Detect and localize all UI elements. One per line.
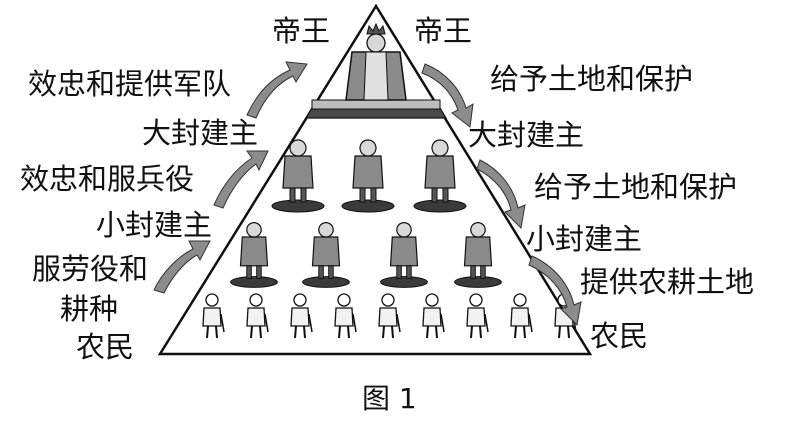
arrow-up-to-emperor — [247, 62, 307, 118]
duty-lesser-lord-label: 效忠和服兵役 — [20, 163, 194, 195]
right-lesser-lord-label: 小封建主 — [526, 223, 642, 255]
peasant-row — [203, 294, 576, 338]
left-great-lord-label: 大封建主 — [142, 117, 258, 149]
grant-peasant-label: 提供农耕土地 — [580, 266, 754, 298]
peasant-figure — [423, 294, 444, 338]
right-peasant-label: 农民 — [590, 320, 648, 352]
figure-caption: 图 1 — [362, 384, 417, 414]
grant-lesser-lord-label: 给予土地和保护 — [534, 171, 737, 203]
right-great-lord-label: 大封建主 — [468, 119, 584, 151]
peasant-figure — [247, 294, 268, 338]
left-lesser-lord-label: 小封建主 — [96, 209, 212, 241]
lesser-lord-figure — [455, 223, 502, 288]
peasant-figure — [291, 294, 312, 338]
right-emperor-label: 帝王 — [414, 15, 472, 47]
great-lord-figure — [414, 140, 466, 212]
peasant-figure — [335, 294, 356, 338]
grant-great-lord-label: 给予土地和保护 — [490, 63, 693, 95]
peasant-figure — [467, 294, 488, 338]
lesser-lord-figure — [381, 223, 428, 288]
arrow-down-to-lesser-lord — [477, 160, 525, 228]
duty-peasant-line2-label: 耕种 — [60, 293, 118, 325]
duty-great-lord-label: 效忠和提供军队 — [28, 68, 231, 100]
great-lord-row — [272, 140, 466, 212]
left-peasant-label: 农民 — [76, 331, 134, 363]
peasant-figure — [379, 294, 400, 338]
lesser-lord-row — [231, 223, 502, 288]
duty-peasant-line1-label: 服劳役和 — [32, 253, 148, 285]
peasant-figure — [511, 294, 532, 338]
arrow-up-to-great-lord — [214, 151, 268, 208]
lesser-lord-figure — [303, 223, 350, 288]
peasant-figure — [203, 294, 224, 338]
left-emperor-label: 帝王 — [272, 15, 330, 47]
great-lord-figure — [342, 140, 394, 212]
lesser-lord-figure — [231, 223, 278, 288]
great-lord-figure — [272, 140, 324, 212]
